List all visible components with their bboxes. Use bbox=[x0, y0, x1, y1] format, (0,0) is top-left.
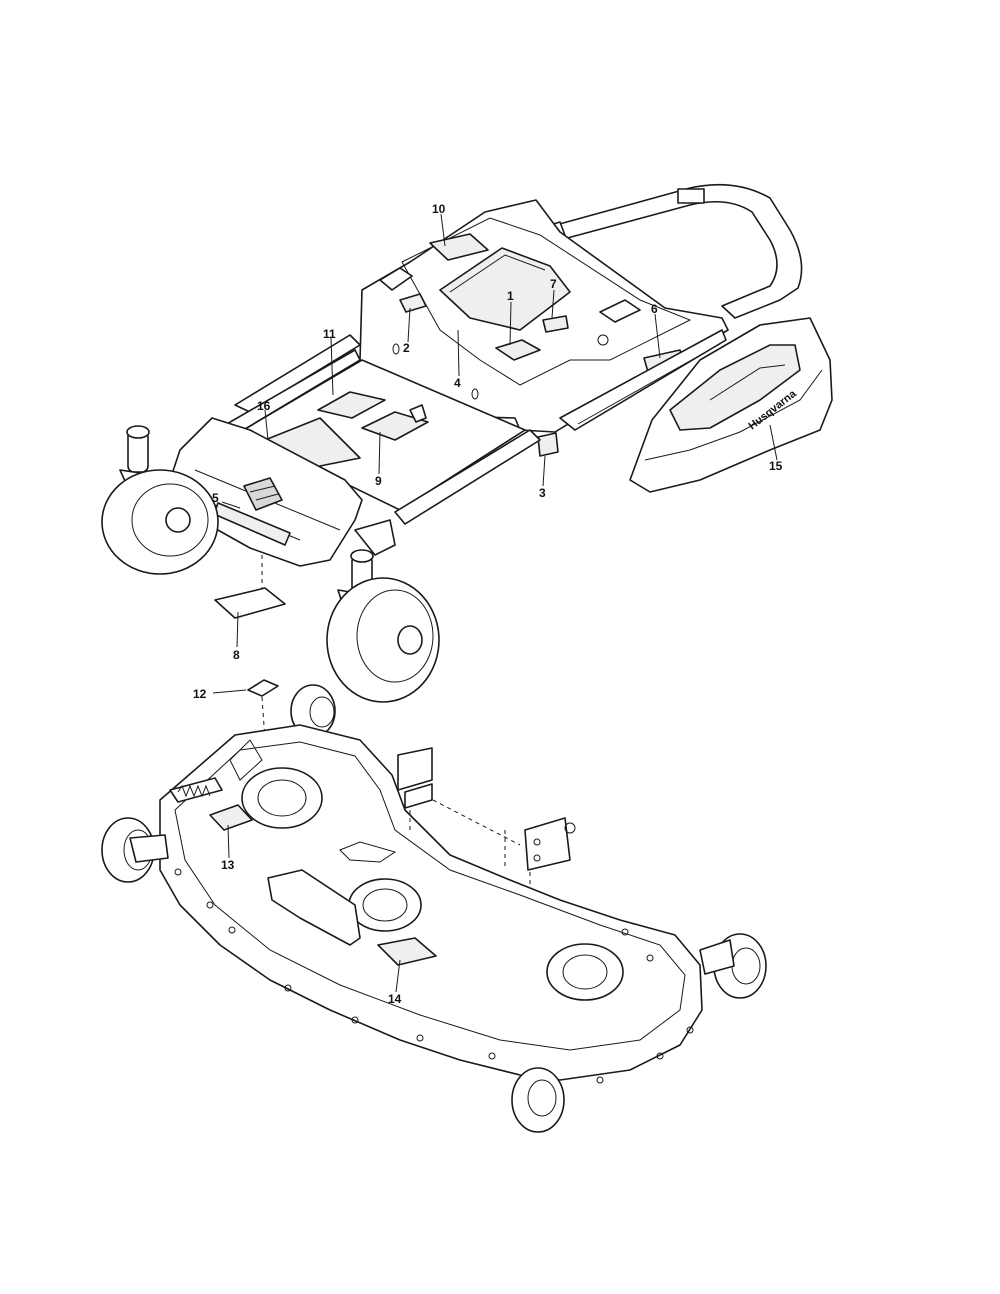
callout-12: 12 bbox=[193, 687, 207, 701]
caster-wheel-icon bbox=[101, 425, 219, 575]
decal-label-icon bbox=[377, 937, 437, 966]
decal-label-icon bbox=[247, 679, 279, 697]
caster-wheel-icon bbox=[326, 519, 440, 703]
bolt-icon bbox=[174, 868, 694, 1084]
decal-label-icon bbox=[214, 587, 286, 619]
callout-5: 5 bbox=[212, 491, 219, 505]
callout-7: 7 bbox=[550, 277, 557, 291]
callout-4: 4 bbox=[454, 376, 461, 390]
callout-1: 1 bbox=[507, 289, 514, 303]
leader-lines bbox=[212, 213, 778, 993]
decal-label-icon bbox=[537, 432, 559, 457]
callout-9: 9 bbox=[375, 474, 382, 488]
decal-label-icon bbox=[495, 339, 541, 361]
seat-pan-icon: Husqvarna bbox=[629, 317, 833, 493]
mower-chassis-icon: Husqvarna bbox=[101, 183, 833, 703]
callout-16: 16 bbox=[257, 399, 271, 413]
mower-deck-icon bbox=[101, 684, 767, 1133]
callout-6: 6 bbox=[651, 302, 658, 316]
callout-labels: 1 2 3 4 5 6 7 8 9 10 11 12 13 14 15 16 bbox=[193, 202, 783, 1006]
callout-3: 3 bbox=[539, 486, 546, 500]
callout-2: 2 bbox=[403, 341, 410, 355]
callout-15: 15 bbox=[769, 459, 783, 473]
decal-label-icon bbox=[209, 804, 253, 831]
callout-10: 10 bbox=[432, 202, 446, 216]
callout-8: 8 bbox=[233, 648, 240, 662]
husqvarna-logo-icon bbox=[243, 477, 283, 511]
callout-14: 14 bbox=[388, 992, 402, 1006]
callout-11: 11 bbox=[323, 327, 336, 341]
decal-label-icon bbox=[399, 293, 427, 313]
callout-13: 13 bbox=[221, 858, 235, 872]
decal-label-icon bbox=[542, 315, 569, 333]
